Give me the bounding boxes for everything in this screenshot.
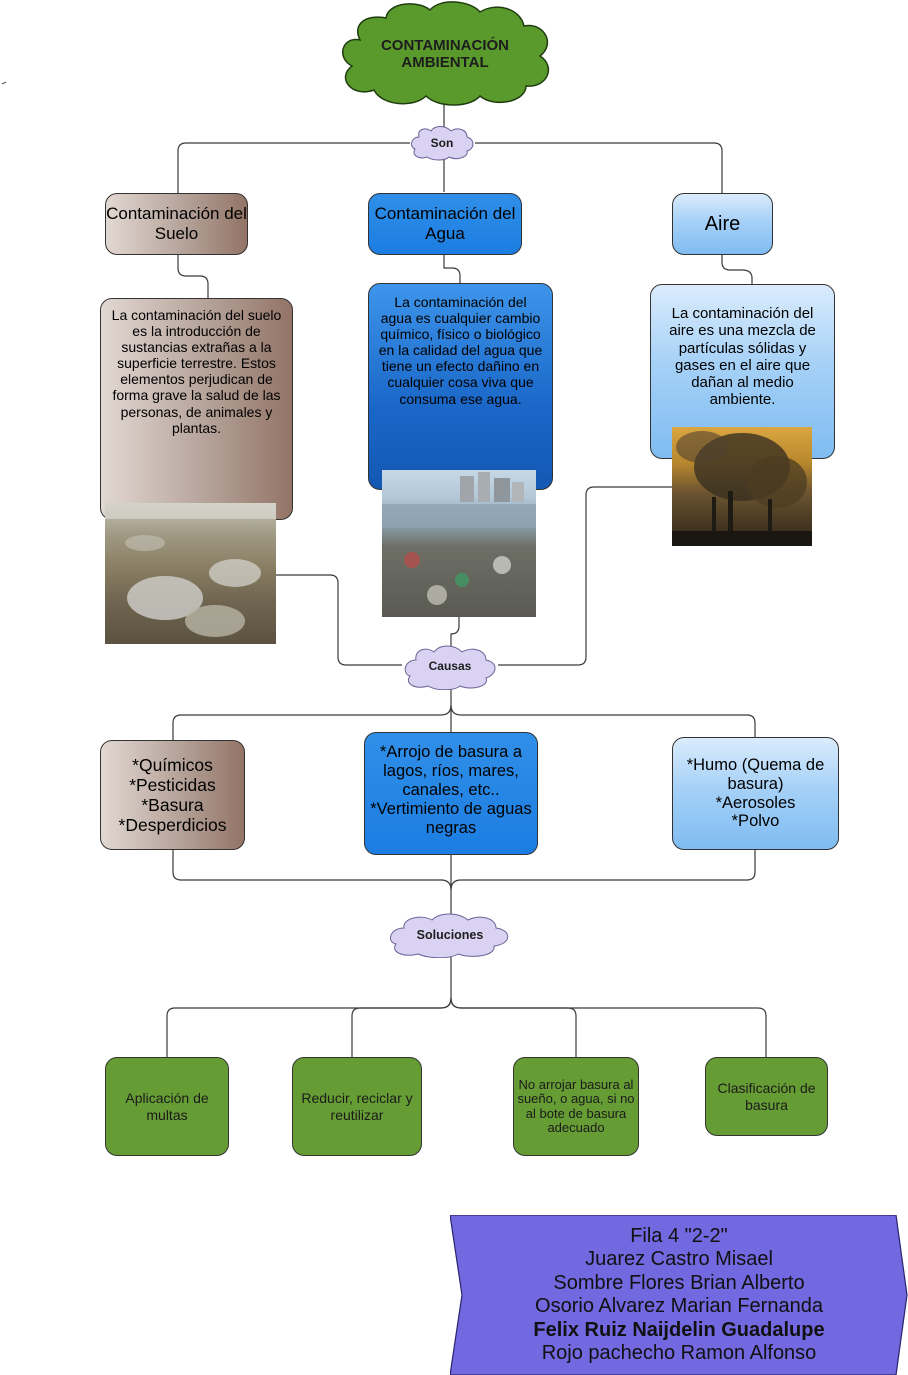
water-pollution-photo xyxy=(382,470,536,617)
solution-fines: Aplicación de multas xyxy=(105,1057,229,1156)
cause-line: *Químicos xyxy=(132,754,213,775)
credits-member: Sombre Flores Brian Alberto xyxy=(553,1271,805,1294)
credits-member-highlighted: Felix Ruiz Naijdelin Guadalupe xyxy=(533,1318,825,1341)
cause-line: *Vertimiento de aguas negras xyxy=(370,799,532,837)
soil-heading: Contaminación del Suelo xyxy=(105,193,248,255)
solution-text: Aplicación de multas xyxy=(125,1090,209,1123)
cause-line: *Polvo xyxy=(731,812,780,831)
air-causes: *Humo (Quema de basura) *Aerosoles *Polv… xyxy=(672,737,839,850)
soil-heading-text: Contaminación del Suelo xyxy=(106,204,247,243)
soil-description-text: La contaminación del suelo es la introdu… xyxy=(111,307,282,436)
soluciones-label: Soluciones xyxy=(416,928,484,942)
water-description-text: La contaminación del agua es cualquier c… xyxy=(378,294,543,407)
soluciones-cloud-shape xyxy=(389,913,509,958)
air-pollution-photo xyxy=(672,427,812,546)
air-heading-text: Aire xyxy=(704,212,741,235)
air-heading: Aire xyxy=(672,193,773,255)
cause-line: *Pesticidas xyxy=(129,774,216,795)
causas-label: Causas xyxy=(428,659,472,673)
water-description: La contaminación del agua es cualquier c… xyxy=(368,283,553,490)
credits-member: Rojo pachecho Ramon Alfonso xyxy=(541,1342,817,1364)
solution-text: Clasificación de basura xyxy=(717,1080,816,1113)
solution-text: No arrojar basura al sueño, o agua, si n… xyxy=(517,1076,635,1135)
cause-line: *Desperdicios xyxy=(118,815,227,836)
credits-group: Fila 4 "2-2" xyxy=(630,1224,728,1247)
soil-description: La contaminación del suelo es la introdu… xyxy=(100,298,293,520)
cause-line: *Humo (Quema de basura) xyxy=(686,755,825,793)
solution-no-littering: No arrojar basura al sueño, o agua, si n… xyxy=(513,1057,639,1156)
credits-member: Juarez Castro Misael xyxy=(585,1248,773,1270)
son-label: Son xyxy=(430,136,454,150)
air-description-text: La contaminación del aire es una mezcla … xyxy=(669,305,816,409)
water-heading-text: Contaminación del Agua xyxy=(374,204,516,243)
water-heading: Contaminación del Agua xyxy=(368,193,522,255)
cause-line: *Arrojo de basura a lagos, ríos, mares, … xyxy=(379,743,523,799)
soil-causes: *Químicos *Pesticidas *Basura *Desperdic… xyxy=(100,740,245,850)
cause-line: *Basura xyxy=(141,795,204,815)
title-cloud-shape xyxy=(342,1,550,106)
diagram-title: CONTAMINACIÓN AMBIENTAL xyxy=(380,37,510,71)
cause-line: *Aerosoles xyxy=(715,793,796,812)
son-cloud-shape xyxy=(411,126,474,161)
solution-sorting: Clasificación de basura xyxy=(705,1057,828,1136)
soil-pollution-photo xyxy=(105,503,276,644)
solution-reduce-recycle: Reducir, reciclar y reutilizar xyxy=(292,1057,422,1156)
causas-cloud-shape xyxy=(404,645,496,690)
credits-member: Osorio Alvarez Marian Fernanda xyxy=(535,1295,823,1317)
solution-text: Reducir, reciclar y reutilizar xyxy=(301,1090,413,1123)
credits-text: Fila 4 "2-2" Juarez Castro Misael Sombre… xyxy=(466,1219,892,1371)
credits-banner-shape xyxy=(450,1215,908,1375)
water-causes: *Arrojo de basura a lagos, ríos, mares, … xyxy=(364,732,538,855)
